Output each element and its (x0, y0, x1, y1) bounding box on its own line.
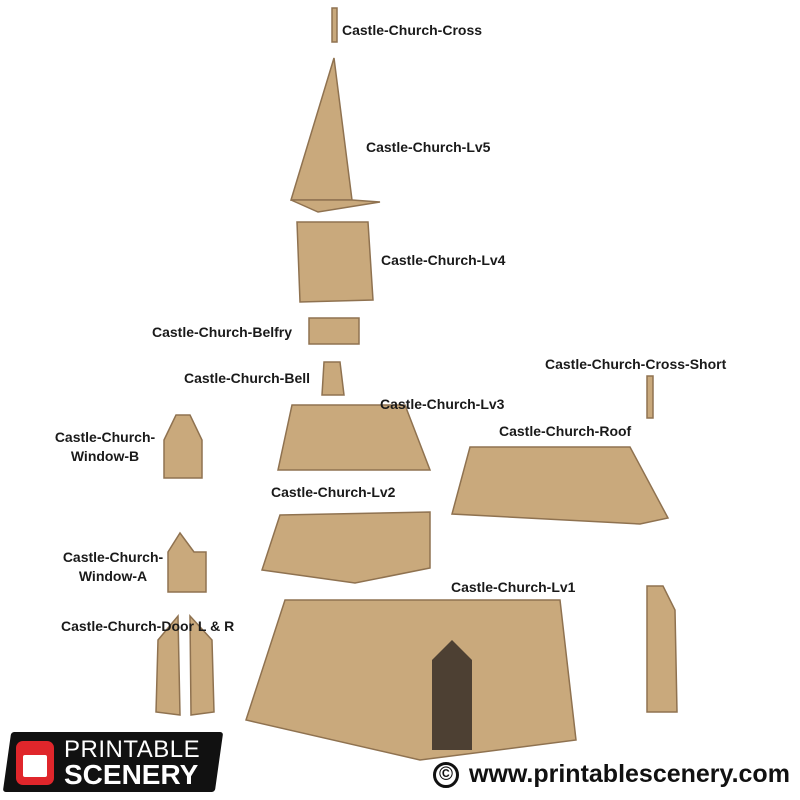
part-lv5-base (290, 199, 381, 213)
brand-logo-icon (16, 741, 54, 785)
part-belfry (308, 317, 360, 345)
label-lv4: Castle-Church-Lv4 (381, 252, 506, 268)
label-roof: Castle-Church-Roof (499, 423, 632, 439)
label-window-a: Castle-Church- Window-A (58, 548, 168, 586)
label-window-a-line1: Castle-Church- (62, 549, 164, 565)
label-belfry: Castle-Church-Belfry (152, 324, 293, 340)
label-lv3: Castle-Church-Lv3 (380, 396, 505, 412)
copyright-website: © www.printablescenery.com (433, 760, 790, 789)
label-window-b-line1: Castle-Church- (54, 429, 156, 445)
part-door-right (189, 614, 215, 716)
part-cross-short (646, 375, 654, 419)
label-bell: Castle-Church-Bell (184, 370, 311, 386)
label-window-b-line2: Window-B (70, 448, 140, 464)
copyright-icon: © (433, 762, 459, 789)
part-lv1 (245, 599, 577, 761)
part-door-left (155, 613, 181, 716)
label-window-b: Castle-Church- Window-B (50, 428, 160, 466)
part-roof (451, 446, 670, 525)
website-text: www.printablescenery.com (469, 760, 790, 788)
part-window-a (167, 531, 207, 593)
brand-line1: PRINTABLE (64, 736, 201, 763)
part-bell (321, 361, 345, 396)
part-window-b (163, 414, 203, 479)
part-lv4 (296, 221, 374, 303)
label-cross: Castle-Church-Cross (342, 22, 483, 38)
part-lv5-spire (289, 57, 353, 201)
label-window-a-line2: Window-A (78, 568, 148, 584)
part-lv3 (277, 404, 432, 471)
label-lv1: Castle-Church-Lv1 (451, 579, 576, 595)
label-lv5: Castle-Church-Lv5 (366, 139, 491, 155)
part-cross (331, 7, 338, 43)
label-cross-short: Castle-Church-Cross-Short (545, 356, 727, 372)
label-lv2: Castle-Church-Lv2 (271, 484, 396, 500)
part-buttress (646, 585, 678, 713)
label-door: Castle-Church-Door L & R (61, 618, 235, 634)
brand-line2: SCENERY (64, 759, 199, 790)
part-lv2 (261, 511, 431, 584)
part-lv1-doorway (432, 640, 472, 750)
